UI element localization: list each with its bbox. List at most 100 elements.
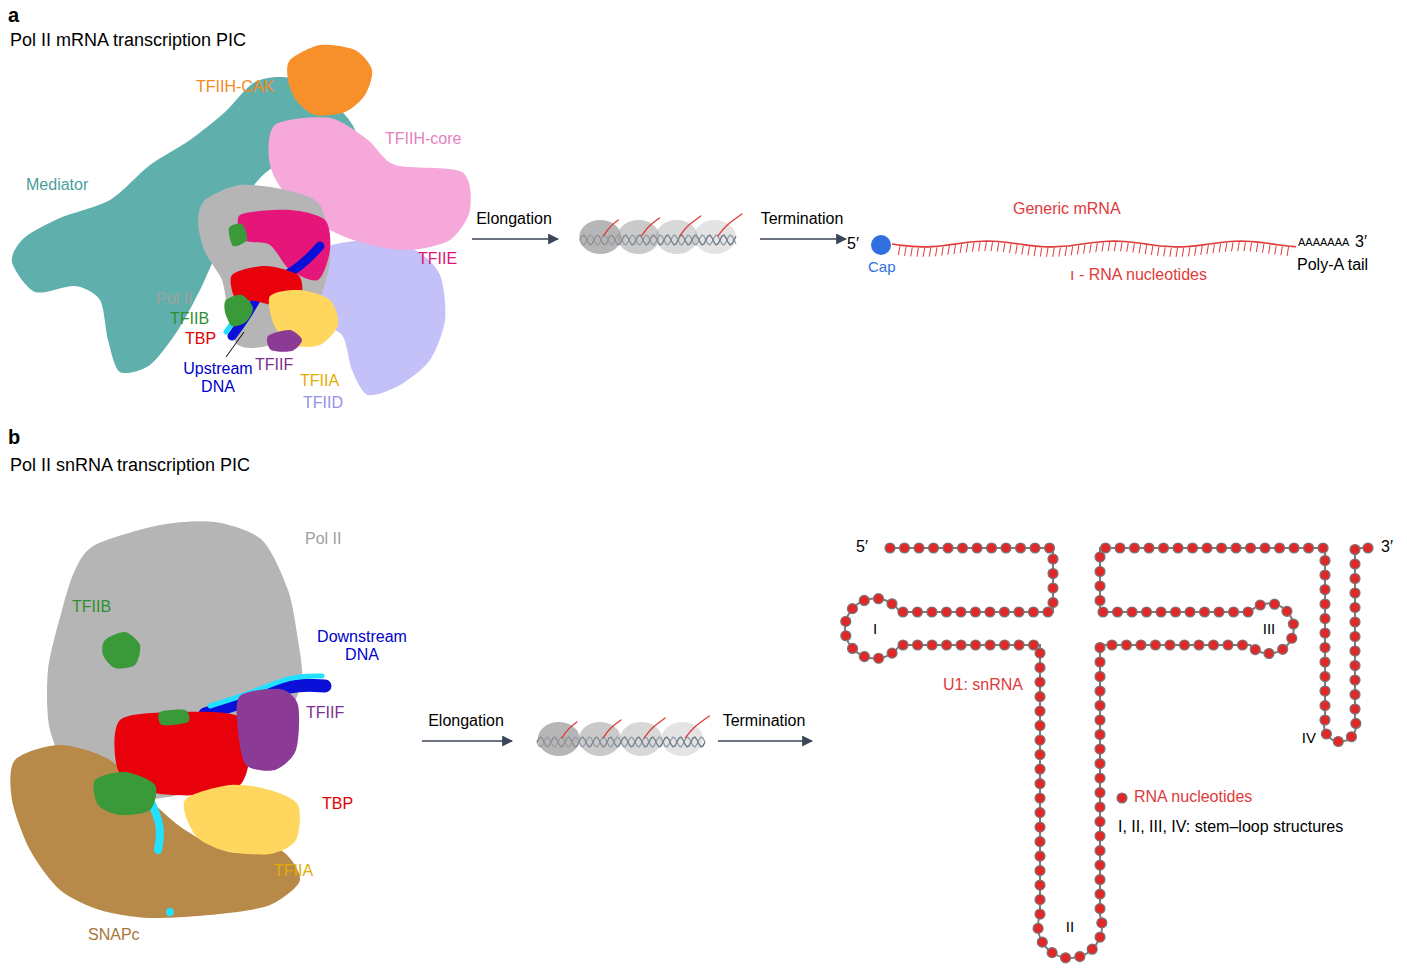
rna-nucleotide xyxy=(841,631,851,641)
rna-nucleotide xyxy=(1350,661,1360,671)
rna-nucleotide xyxy=(1318,543,1328,553)
step-label: Termination xyxy=(761,210,844,228)
stem-loop-label: III xyxy=(1263,620,1276,637)
nascent-rna xyxy=(562,722,577,738)
legend-label: RNA nucleotides xyxy=(1134,788,1252,806)
nucleotide-tick xyxy=(1102,243,1104,252)
rna-nucleotide xyxy=(1047,948,1057,958)
rna-nucleotide xyxy=(971,640,981,650)
rna-nucleotide xyxy=(1231,543,1241,553)
tfiia-blob xyxy=(184,785,300,855)
nucleotide-tick xyxy=(1053,248,1055,257)
nucleotide-tick xyxy=(1176,248,1178,257)
step-label: Elongation xyxy=(476,210,552,228)
rna-nucleotide xyxy=(958,543,968,553)
rna-nucleotide xyxy=(1035,822,1045,832)
rna-nucleotide xyxy=(1061,953,1071,963)
rna-nucleotide xyxy=(1223,640,1233,650)
rna-label: Generic mRNA xyxy=(1013,200,1121,218)
rna-nucleotide xyxy=(985,640,995,650)
snrna-pic-structure xyxy=(10,521,325,918)
rna-nucleotide xyxy=(927,640,937,650)
nucleotide-tick xyxy=(1207,245,1209,254)
nucleotide-tick xyxy=(1022,246,1024,255)
nucleotide-tick xyxy=(1139,244,1141,253)
rna-nucleotide xyxy=(1016,543,1026,553)
rna-nucleotide xyxy=(1095,701,1105,711)
nucleotide-tick xyxy=(1238,242,1240,251)
rna-nucleotide xyxy=(1045,543,1055,553)
tfiib-blob xyxy=(224,295,253,327)
nucleotide-tick xyxy=(1201,246,1203,255)
rna-nucleotide xyxy=(1035,764,1045,774)
rna-nucleotide xyxy=(1208,640,1218,650)
rna-nucleotide xyxy=(1035,880,1045,890)
rna-nucleotide xyxy=(999,607,1009,617)
nucleotide-tick xyxy=(911,247,913,256)
rna-nucleotide xyxy=(1320,643,1330,653)
nucleotide-tick xyxy=(1170,248,1172,257)
rna-nucleotide xyxy=(1229,607,1239,617)
rna-nucleotide xyxy=(1095,817,1105,827)
nucleotide-tick xyxy=(1090,244,1092,253)
rna-nucleotide xyxy=(1350,617,1360,627)
rna-nucleotide xyxy=(1033,923,1043,933)
rna-nucleotide xyxy=(1136,640,1146,650)
nucleotide-tick xyxy=(1133,243,1135,252)
rna-backbone xyxy=(845,548,1368,958)
nucleotide-tick xyxy=(1077,245,1079,254)
rna-nucleotide xyxy=(1095,889,1105,899)
rna-nucleotide xyxy=(914,543,924,553)
rna-nucleotide xyxy=(1101,543,1111,553)
panel-letter: b xyxy=(8,426,20,449)
rna-nucleotide xyxy=(1035,808,1045,818)
rna-nucleotide xyxy=(1048,554,1058,564)
rna-nucleotide xyxy=(1350,574,1360,584)
rna-nucleotide xyxy=(943,543,953,553)
nucleotide-tick xyxy=(1003,243,1005,252)
rna-nucleotide xyxy=(1288,619,1298,629)
rna-nucleotide xyxy=(1320,585,1330,595)
rna-nucleotide xyxy=(1127,607,1137,617)
rna-nucleotide xyxy=(1321,729,1331,739)
nascent-rna xyxy=(603,220,618,236)
nucleotide-tick xyxy=(1010,244,1012,253)
polymerase xyxy=(620,722,662,756)
protein-label: TFIIB xyxy=(170,310,209,328)
nucleotide-tick xyxy=(1281,246,1283,255)
rna-nucleotide xyxy=(929,543,939,553)
nucleotide-tick xyxy=(1213,244,1215,253)
end-label: 3′ xyxy=(1381,538,1393,556)
protein-label: TFIIA xyxy=(274,862,313,880)
rna-nucleotide xyxy=(1243,607,1253,617)
rna-nucleotide xyxy=(1035,721,1045,731)
rna-nucleotide xyxy=(1095,788,1105,798)
rna-nucleotide xyxy=(848,643,858,653)
tfiif-blob xyxy=(267,330,302,352)
rna-nucleotide xyxy=(1350,704,1360,714)
rna-nucleotide xyxy=(1350,632,1360,642)
rna-nucleotide xyxy=(1346,732,1356,742)
nucleotide-tick xyxy=(1250,243,1252,252)
nucleotide-tick xyxy=(966,243,968,252)
rna-nucleotide xyxy=(887,599,897,609)
nucleotide-tick xyxy=(1164,247,1166,256)
protein-label: Pol II xyxy=(156,290,192,308)
rna-nucleotide xyxy=(1035,909,1045,919)
u1-snrna-structure xyxy=(841,543,1373,963)
rna-nucleotide xyxy=(1260,543,1270,553)
rna-nucleotide xyxy=(1097,918,1107,928)
stem-loop-label: II xyxy=(1066,918,1074,935)
rna-nucleotide xyxy=(1156,607,1166,617)
rna-nucleotide xyxy=(1246,543,1256,553)
note-label: I, II, III, IV: stem–loop structures xyxy=(1118,818,1343,836)
polymerase xyxy=(579,722,621,756)
rna-nucleotide xyxy=(1320,701,1330,711)
rna-nucleotide xyxy=(885,543,895,553)
rna-nucleotide xyxy=(1035,735,1045,745)
rna-nucleotide xyxy=(1014,640,1024,650)
tail-label: Poly-A tail xyxy=(1297,256,1368,274)
polymerase xyxy=(656,220,698,254)
mrna-illustration xyxy=(871,235,1296,257)
rna-nucleotide xyxy=(1035,793,1045,803)
